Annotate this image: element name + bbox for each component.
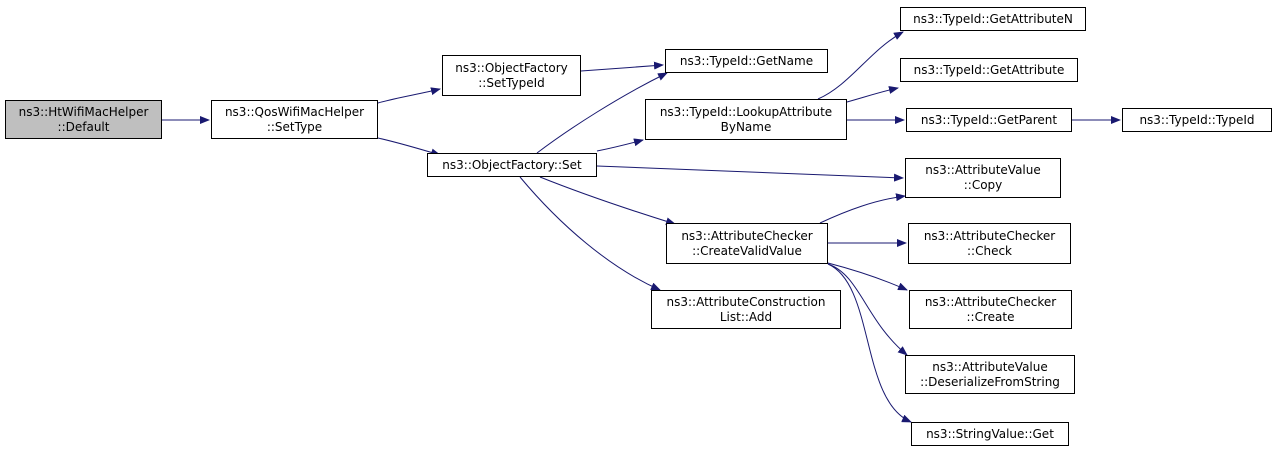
node-label-line: List::Add: [719, 309, 773, 324]
node-label-line: ns3::AttributeChecker: [924, 294, 1057, 309]
node-label-line: ns3::AttributeValue: [932, 359, 1048, 374]
node-attributevalue-deserializefromstring[interactable]: ns3::AttributeValue::DeserializeFromStri…: [905, 355, 1075, 394]
node-attributechecker-create[interactable]: ns3::AttributeChecker::Create: [909, 290, 1072, 329]
node-label-line: ns3::ObjectFactory: [455, 60, 568, 75]
node-label-line: ns3::AttributeConstruction: [666, 294, 826, 309]
node-stringvalue-get[interactable]: ns3::StringValue::Get: [911, 422, 1069, 446]
node-label-line: ns3::AttributeChecker: [681, 228, 813, 243]
node-label-line: ns3::StringValue::Get: [926, 426, 1054, 441]
edge-n3-n5: [596, 138, 644, 152]
node-typeid-getname[interactable]: ns3::TypeId::GetName: [665, 49, 828, 73]
node-label-line: ns3::TypeId::GetName: [679, 53, 814, 68]
node-label-line: ns3::HtWifiMacHelper: [18, 104, 149, 119]
edge-n3-n4: [536, 72, 668, 154]
edge-n5-n8: [817, 31, 904, 100]
node-label-line: ns3::TypeId::LookupAttribute: [659, 104, 833, 119]
node-label-line: ::CreateValidValue: [692, 243, 802, 258]
node-objectfactory-settypeid[interactable]: ns3::ObjectFactory::SetTypeId: [442, 55, 581, 96]
edge-n3-n6: [539, 176, 676, 226]
node-label-line: ns3::TypeId::TypeId: [1139, 112, 1255, 127]
node-typeid-getparent[interactable]: ns3::TypeId::GetParent: [906, 108, 1072, 132]
node-typeid-getattribute[interactable]: ns3::TypeId::GetAttribute: [900, 58, 1078, 82]
node-htwifimachelper-default[interactable]: ns3::HtWifiMacHelper::Default: [5, 100, 162, 139]
edge-n6-n15: [827, 263, 912, 423]
node-attributechecker-createvalidvalue[interactable]: ns3::AttributeChecker::CreateValidValue: [666, 223, 828, 264]
node-label-line: ::SetTypeId: [478, 75, 545, 90]
node-label-line: ns3::TypeId::GetParent: [920, 112, 1058, 127]
node-attributechecker-check[interactable]: ns3::AttributeChecker::Check: [908, 223, 1071, 264]
node-typeid-typeid[interactable]: ns3::TypeId::TypeId: [1122, 108, 1272, 132]
edge-n5-n9: [846, 86, 899, 103]
node-label-line: ns3::TypeId::GetAttribute: [913, 62, 1065, 77]
node-label-line: ::Default: [57, 119, 110, 134]
node-label-line: ::DeserializeFromString: [920, 374, 1060, 389]
node-label-line: ns3::QosWifiMacHelper: [224, 104, 365, 119]
node-label-line: ::SetType: [266, 119, 323, 134]
edge-n6-n13: [827, 262, 908, 291]
edge-n6-n11: [819, 193, 906, 224]
edge-n6-n14: [827, 263, 908, 356]
node-qoswifimachelper-settype[interactable]: ns3::QosWifiMacHelper::SetType: [211, 100, 378, 139]
node-label-line: ::Copy: [963, 178, 1003, 192]
node-label-line: ::Check: [967, 243, 1012, 258]
edge-n1-n2: [377, 87, 441, 104]
edge-n3-n11: [596, 165, 904, 182]
edge-n2-n4: [580, 61, 664, 72]
node-attributevalue-copy[interactable]: ns3::AttributeValue::Copy: [905, 158, 1061, 198]
node-label-line: ns3::ObjectFactory::Set: [442, 157, 582, 172]
node-label-line: ByName: [720, 119, 772, 134]
node-label-line: ns3::TypeId::GetAttributeN: [913, 11, 1073, 26]
node-typeid-getattributen[interactable]: ns3::TypeId::GetAttributeN: [900, 7, 1086, 31]
node-objectfactory-set[interactable]: ns3::ObjectFactory::Set: [427, 153, 597, 177]
node-label-line: ns3::AttributeChecker: [923, 228, 1056, 243]
node-label-line: ::Create: [966, 309, 1015, 324]
node-label-line: ns3::AttributeValue: [925, 163, 1041, 177]
edge-n3-n7: [519, 176, 661, 291]
